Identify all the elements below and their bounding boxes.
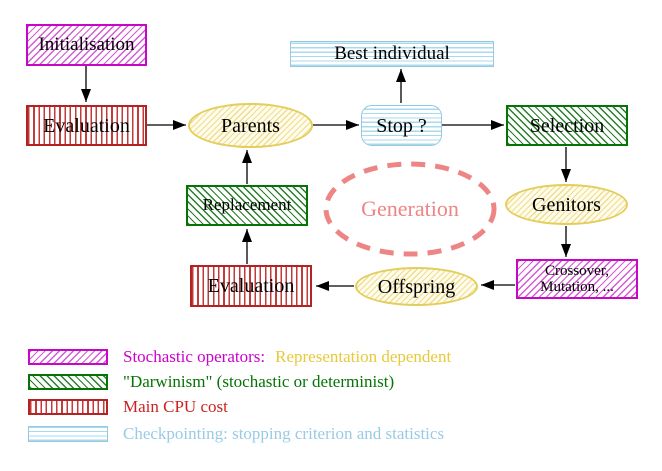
node-evaluation-top: Evaluation [26,105,147,146]
legend-text-stochastic: Stochastic operators: Representation depe… [123,347,451,367]
legend-swatch-cpu-cost [28,399,108,415]
legend-swatch-darwinism [28,374,108,390]
node-best-individual-label: Best individual [334,42,450,64]
node-selection: Selection [506,105,628,146]
legend-stochastic-label: Stochastic operators: [123,347,266,366]
legend-row-checkpointing: Checkpointing: stopping criterion and st… [28,424,444,444]
node-evaluation-bottom: Evaluation [190,265,312,307]
node-evaluation-top-label: Evaluation [43,114,130,137]
node-crossover-line2: Mutation, ... [540,279,614,295]
legend-cpu-label: Main CPU cost [123,397,228,416]
legend-row-darwinism: "Darwinism" (stochastic or determinist) [28,372,394,392]
legend-row-stochastic: Stochastic operators: Representation depe… [28,347,451,367]
node-stop-label: Stop ? [376,114,427,137]
node-genitors-label: Genitors [532,193,601,216]
generation-label: Generation [361,196,459,221]
node-replacement: Replacement [186,185,308,226]
node-genitors: Genitors [505,184,628,225]
node-evaluation-bottom-label: Evaluation [207,275,295,297]
legend-checkpoint-label: Checkpointing: stopping criterion and st… [123,424,445,443]
node-initialisation-label: Initialisation [38,33,135,55]
legend-row-cpu-cost: Main CPU cost [28,397,228,417]
legend-swatch-stochastic-operators [28,349,108,365]
legend-darwinism-label: "Darwinism" (stochastic or determinist) [123,372,395,391]
legend-swatch-checkpointing [28,426,108,442]
node-best-individual: Best individual [290,41,494,67]
node-parents-label: Parents [221,114,280,137]
node-stop: Stop ? [361,105,442,146]
node-initialisation: Initialisation [26,24,147,66]
node-crossover-line1: Crossover, [545,262,609,279]
node-selection-label: Selection [529,114,605,137]
node-replacement-label: Replacement [202,195,292,215]
node-crossover-mutation: Crossover, Mutation, ... [516,259,638,299]
node-parents: Parents [188,103,313,148]
node-offspring: Offspring [355,267,478,306]
legend-representation-label: Representation dependent [275,347,452,366]
node-offspring-label: Offspring [377,275,456,298]
